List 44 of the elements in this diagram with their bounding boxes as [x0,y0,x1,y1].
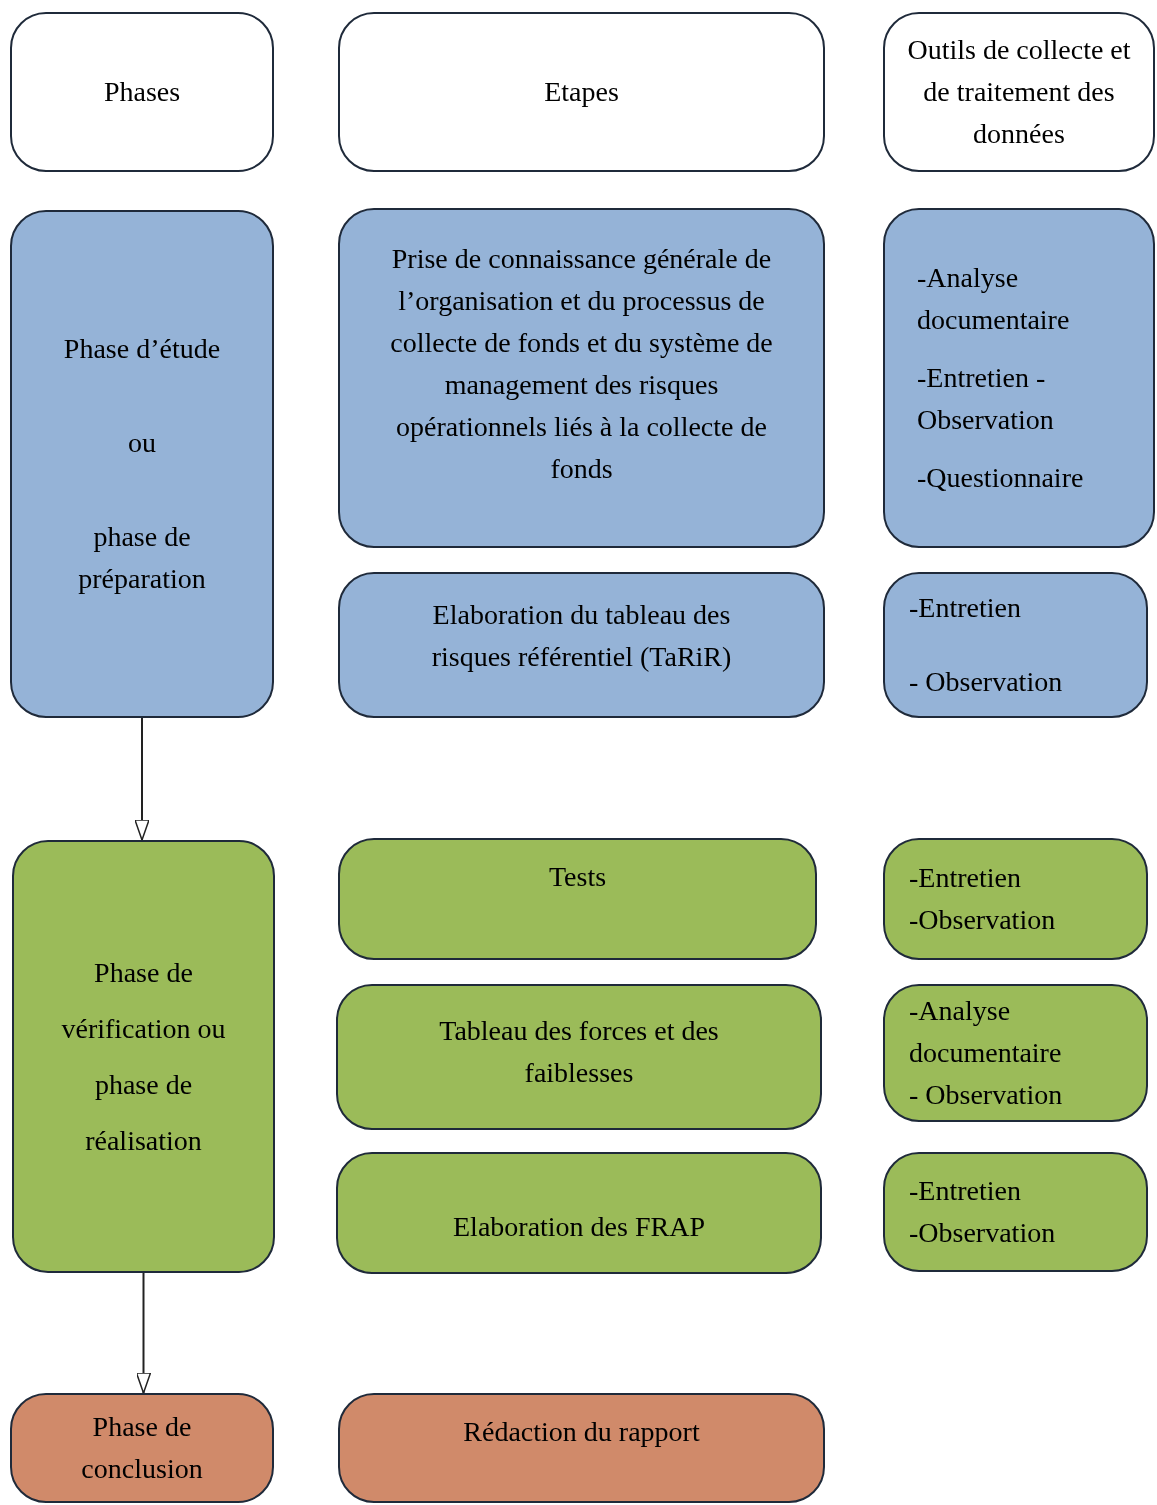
node-text: - Observation [909,665,1063,699]
node-text: - Observation [909,1078,1063,1112]
node-text: ou [128,426,156,460]
tools-box [883,208,1155,548]
node-text: -Entretien [909,861,1021,895]
tools-box [883,572,1148,718]
node-text: Phase de vérification ou phase de réalisation [60,955,227,1158]
node-text: phase de préparation [77,520,207,596]
tools-box [883,838,1148,960]
arrow [134,717,150,841]
node-text: Prise de connaissance générale de l’organisation et du processus de collecte de fonds et du système de management des risques opérationnels liés à la collecte de fonds [389,242,774,486]
node-text: -Analyse documentaire [909,994,1063,1070]
header-box [338,12,825,172]
node-text: Phase de conclusion [80,1410,204,1486]
step-box [336,1152,822,1274]
step-box [336,984,822,1130]
node-text: Phase d’étude [63,332,221,366]
node-text: Etapes [544,75,619,109]
node-text: -Analyse documentaire [917,261,1071,337]
node-text: -Observation [909,903,1056,937]
header-box [883,12,1155,172]
tools-box [883,1152,1148,1272]
step-box [338,1393,825,1503]
step-box [338,838,817,960]
node-text: Elaboration du tableau des risques référentiel (TaRiR) [430,598,733,674]
phase-box [10,210,274,718]
step-box [338,572,825,718]
node-text: -Entretien [909,1174,1021,1208]
node-text: Phases [103,75,181,109]
node-text: -Observation [909,1216,1056,1250]
node-text: -Entretien [909,591,1021,625]
node-text: Elaboration des FRAP [453,1210,705,1244]
tools-box [883,984,1148,1122]
node-text: Tableau des forces et des faiblesses [438,1014,720,1090]
node-text: Outils de collecte et de traitement des données [906,33,1132,151]
phase-box [10,1393,274,1503]
node-text: Rédaction du rapport [463,1415,700,1449]
phase-box [12,840,275,1273]
node-text: -Entretien -Observation [917,361,1055,437]
node-text: -Questionnaire [917,461,1084,495]
header-box [10,12,274,172]
node-text: Tests [548,860,607,894]
step-box [338,208,825,548]
arrow [135,1272,152,1394]
